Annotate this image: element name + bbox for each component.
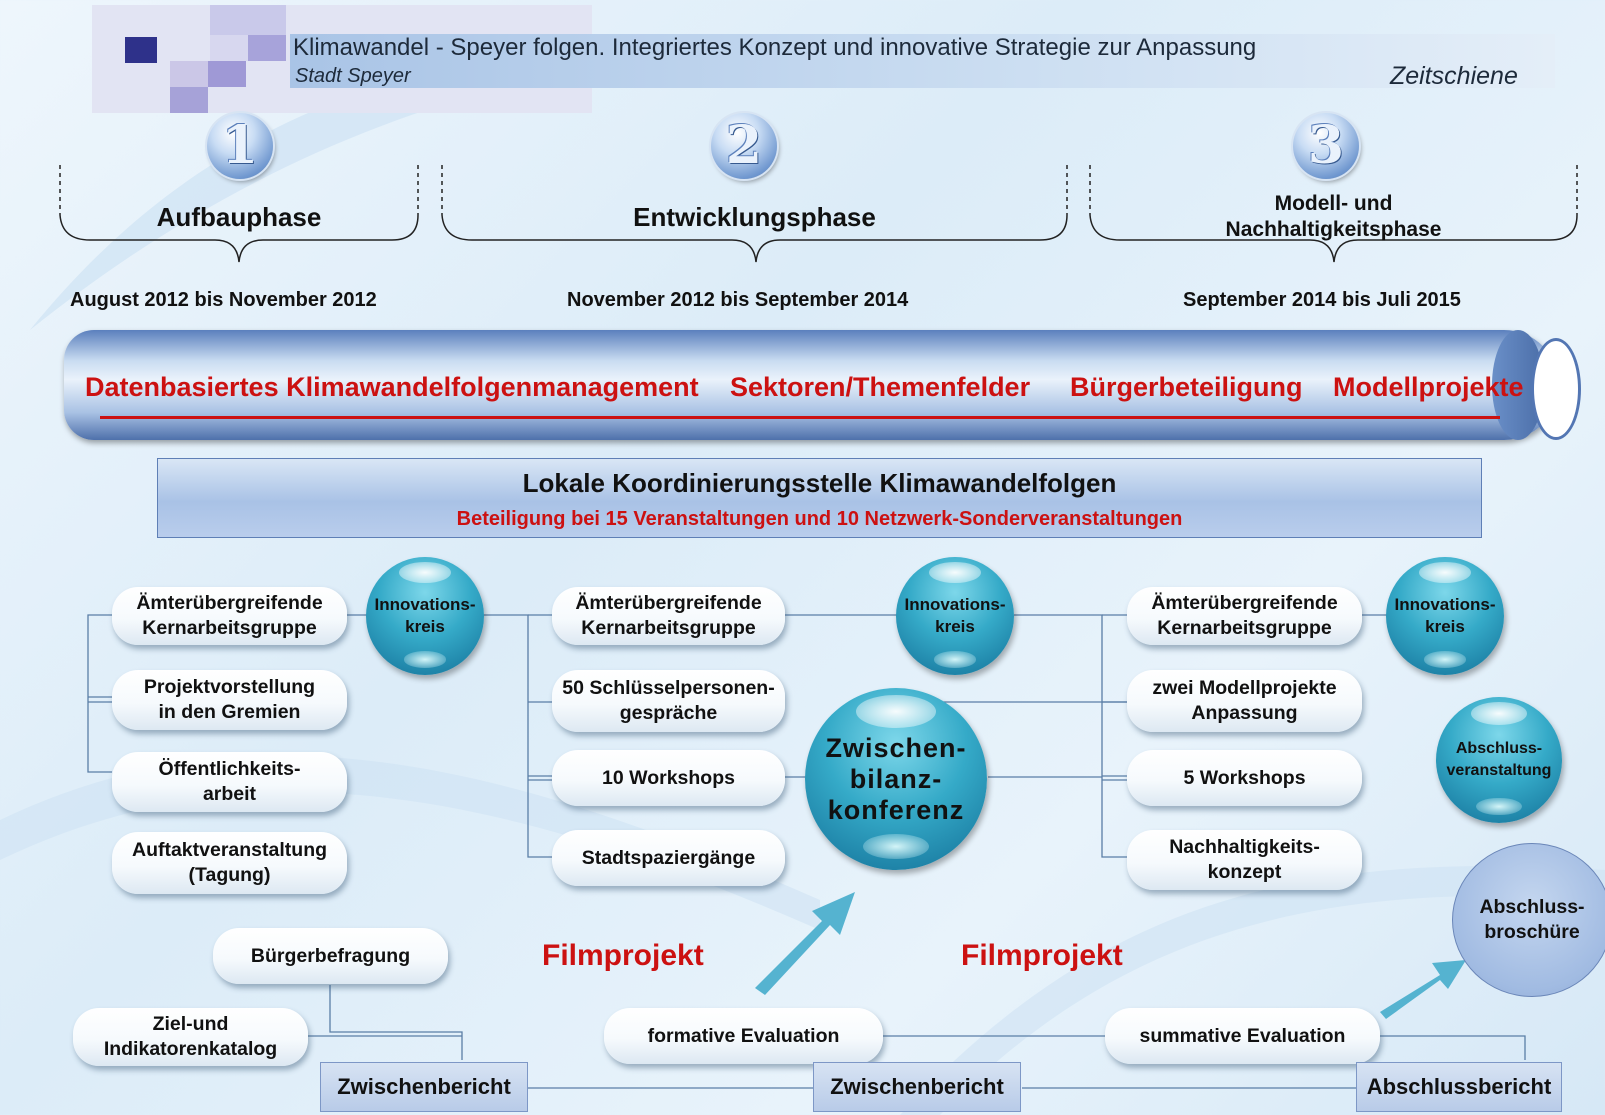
abschlussbroschuere-circle: Abschluss- broschüre — [1452, 843, 1605, 997]
tube-end-opening — [1531, 338, 1581, 440]
phase-2-dates: November 2012 bis September 2014 — [567, 289, 909, 311]
zwischenbilanzkonferenz-label: Zwischen- bilanz- konferenz — [825, 732, 967, 825]
tube-item-modellprojekte: Modellprojekte — [1333, 372, 1524, 402]
tube-underline — [100, 416, 1500, 419]
phase-1-name: Aufbauphase — [156, 202, 322, 232]
header-subtitle: Stadt Speyer — [295, 65, 411, 87]
phase-2-innovationskreis-label: Innovations- kreis — [904, 595, 1006, 636]
zwischenbilanzkonferenz-bubble: Zwischen- bilanz- konferenz — [805, 688, 987, 870]
phase-3-innovationskreis-label: Innovations- kreis — [1394, 595, 1496, 636]
coordination-title: Lokale Koordinierungsstelle Klimawandelf… — [522, 468, 1117, 498]
coordination-box: Lokale Koordinierungsstelle Klimawandelf… — [157, 458, 1482, 538]
phase-3-modellprojekte: zwei Modellprojekte Anpassung — [1127, 670, 1362, 732]
themes-tube — [64, 330, 1559, 440]
phase-1-dates: August 2012 bis November 2012 — [70, 289, 377, 311]
filmprojekt-label-2: Filmprojekt — [961, 939, 1123, 972]
phase-1-innovationskreis-label: Innovations- kreis — [374, 595, 476, 636]
phase-3-name: Modell- und Nachhaltigkeitsphase — [1225, 192, 1442, 241]
phase-3-nachhaltigkeitskonzept: Nachhaltigkeits- konzept — [1127, 830, 1362, 890]
phase-3-dates: September 2014 bis Juli 2015 — [1183, 289, 1461, 311]
phase-3-kernarbeitsgruppe: Ämterübergreifende Kernarbeitsgruppe — [1127, 587, 1362, 645]
phase-2-number-icon: 2 — [711, 113, 777, 179]
abschlussveranstaltung-bubble: Abschluss- veranstaltung — [1436, 697, 1562, 823]
phase-2-stadtspaziergaenge: Stadtspaziergänge — [552, 830, 785, 886]
phase-1-auftaktveranstaltung: Auftaktveranstaltung (Tagung) — [112, 832, 347, 894]
tube-item-buergerbeteiligung: Bürgerbeteiligung — [1070, 372, 1303, 402]
phase-3-workshops: 5 Workshops — [1127, 750, 1362, 806]
phase-2-schluesselpersonengespraeche: 50 Schlüsselpersonen- gespräche — [552, 670, 785, 732]
coordination-subtitle: Beteiligung bei 15 Veranstaltungen und 1… — [456, 508, 1183, 530]
header-bar — [290, 34, 1555, 88]
formative-evaluation-box: formative Evaluation — [604, 1008, 883, 1064]
phase-2-workshops: 10 Workshops — [552, 750, 785, 806]
phase-1-number-icon: 1 — [207, 113, 273, 179]
abschlussveranstaltung-label: Abschluss- veranstaltung — [1446, 740, 1552, 779]
buergerbefragung-box: Bürgerbefragung — [213, 928, 448, 984]
phase-3-number-icon: 3 — [1293, 113, 1359, 179]
indikatorenkatalog-box: Ziel-und Indikatorenkatalog — [73, 1008, 308, 1066]
phase-1-kernarbeitsgruppe: Ämterübergreifende Kernarbeitsgruppe — [112, 587, 347, 645]
tube-item-klimawandelfolgenmanagement: Datenbasiertes Klimawandelfolgenmanageme… — [85, 372, 699, 402]
tube-item-sektoren: Sektoren/Themenfelder — [730, 372, 1031, 402]
header-timeline-label: Zeitschiene — [1390, 62, 1518, 90]
filmprojekt-label-1: Filmprojekt — [542, 939, 704, 972]
zwischenbericht-1: Zwischenbericht — [320, 1062, 528, 1112]
phase-2-name: Entwicklungsphase — [633, 202, 876, 232]
phase-2-innovationskreis-bubble: Innovations- kreis — [896, 557, 1014, 675]
summative-evaluation-box: summative Evaluation — [1105, 1008, 1380, 1064]
header-title: Klimawandel - Speyer folgen. Integrierte… — [293, 34, 1257, 61]
zwischenbericht-2: Zwischenbericht — [813, 1062, 1021, 1112]
abschlussbericht: Abschlussbericht — [1356, 1062, 1562, 1112]
phase-1-projektvorstellung: Projektvorstellung in den Gremien — [112, 670, 347, 730]
phase-3-innovationskreis-bubble: Innovations- kreis — [1386, 557, 1504, 675]
phase-1-oeffentlichkeitsarbeit: Öffentlichkeits- arbeit — [112, 752, 347, 812]
phase-2-kernarbeitsgruppe: Ämterübergreifende Kernarbeitsgruppe — [552, 587, 785, 645]
phase-1-innovationskreis-bubble: Innovations- kreis — [366, 557, 484, 675]
